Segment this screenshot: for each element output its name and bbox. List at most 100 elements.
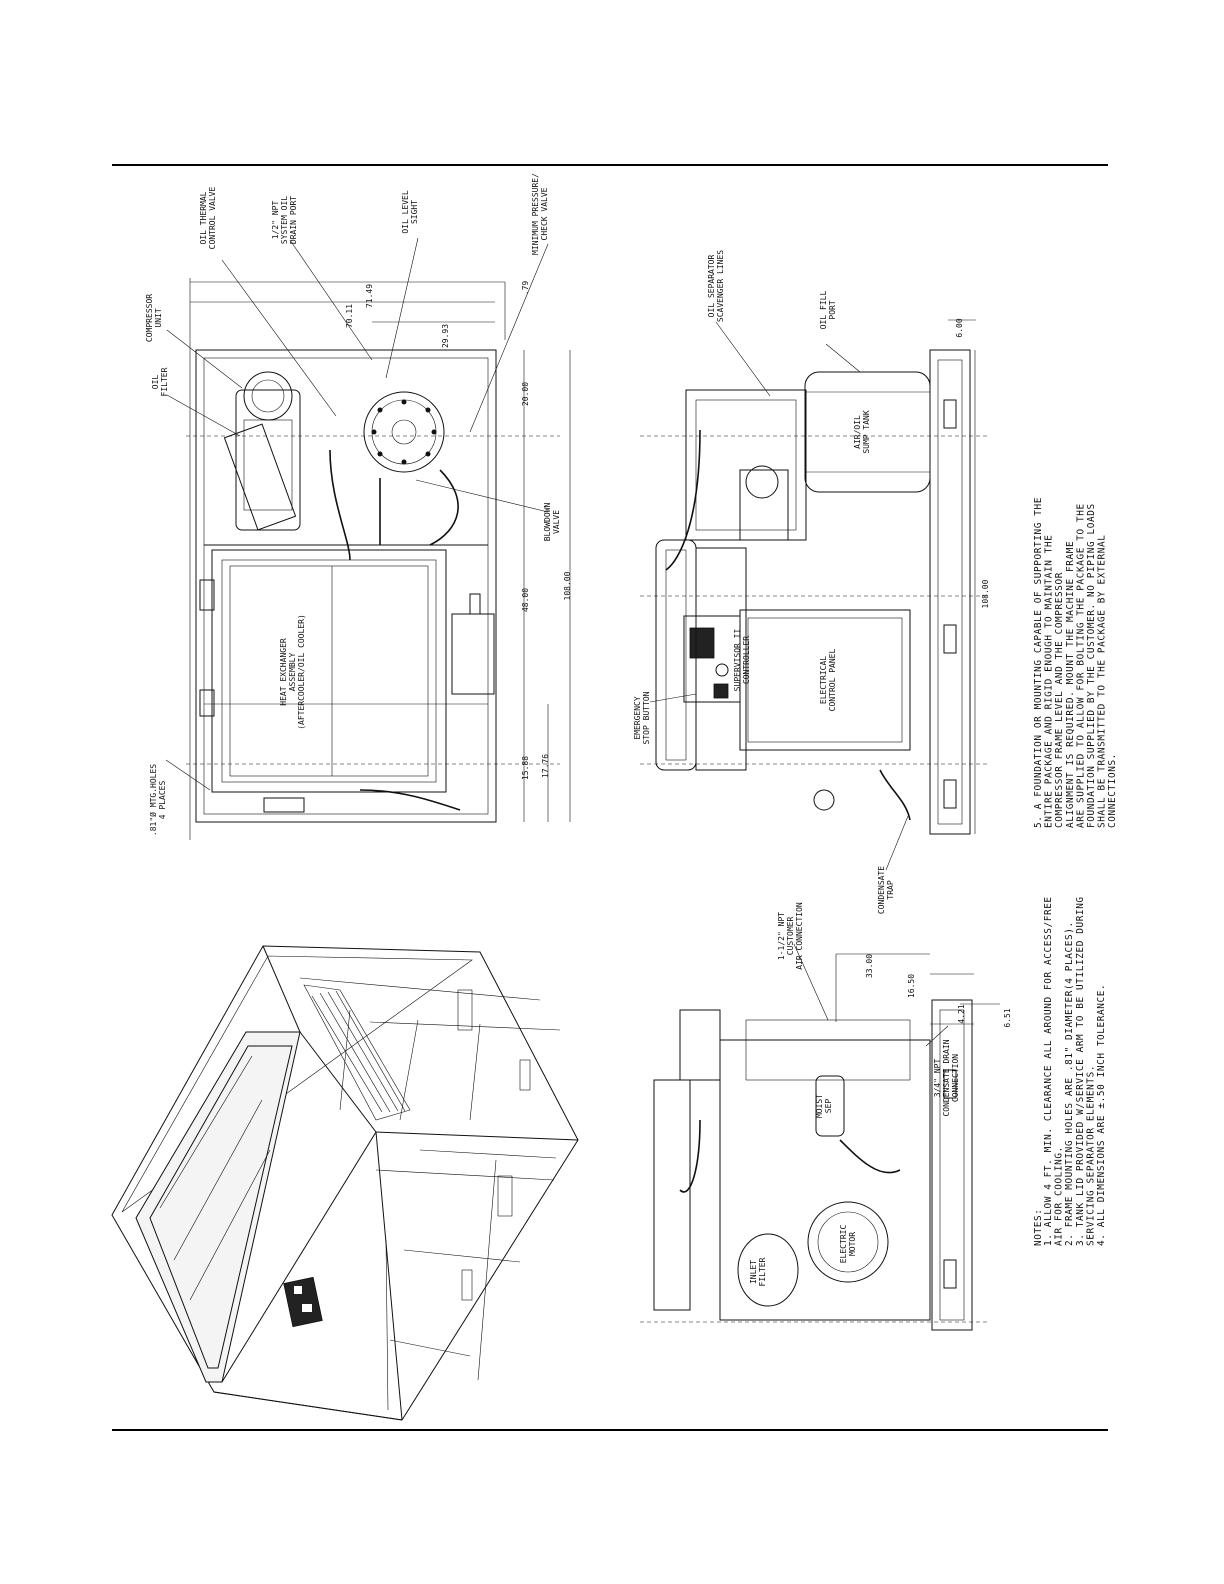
oil-separator-lines-label-line: SCAVENGER LINES <box>716 250 725 322</box>
notes-layer: NOTES:1. ALLOW 4 FT. MIN. CLEARANCE ALL … <box>1033 497 1118 1246</box>
oil-fill-port-label-line: PORT <box>828 300 837 319</box>
svg-text:48.00: 48.00 <box>521 588 530 612</box>
heat-exchanger-assembly <box>211 549 447 793</box>
notes-items-line: 1. ALLOW 4 FT. MIN. CLEARANCE ALL AROUND… <box>1043 896 1054 1246</box>
condensate-drain-label-line: CONNECTION <box>951 1054 960 1102</box>
notes-item-5-line: SHALL BE TRANSMITTED TO THE PACKAGE BY E… <box>1097 535 1108 828</box>
top-rule <box>112 164 1108 166</box>
heat-exchanger-label-line: HEAT EXCHANGER <box>279 638 288 706</box>
oil-filter-label-line: FILTER <box>160 367 169 396</box>
svg-text:6.51: 6.51 <box>1003 1008 1012 1027</box>
mtg-holes-label-line: 4 PLACES <box>158 781 167 820</box>
inlet-filter-label-line: INLET <box>749 1260 758 1284</box>
notes-item-5-line: FOUNDATION SUPPLIED BY THE CUSTOMER. NO … <box>1086 503 1097 828</box>
top-view-dimension: 17.76 <box>541 754 550 778</box>
top-view-dimension: 71.49 <box>365 284 374 308</box>
svg-text:29.93: 29.93 <box>441 324 450 348</box>
emergency-stop-label-line: STOP BUTTON <box>642 691 651 744</box>
notes-items-line: SERVICING SEPARATOR ELEMENTS. <box>1085 1065 1096 1246</box>
mtg-holes-label-line: .81"Ø MTG.HOLES <box>148 764 158 836</box>
side-view <box>640 319 990 835</box>
svg-text:20.00: 20.00 <box>521 382 530 406</box>
heat-exchanger-label-line: ASSEMBLY <box>288 653 297 692</box>
top-view-dimension: .79 <box>521 281 530 296</box>
isometric-view <box>111 945 579 1421</box>
blowdown-valve-label-line: VALVE <box>552 510 561 534</box>
oil-level-sight-label-line: SIGHT <box>410 200 419 224</box>
notes-items-line: 4. ALL DIMENSIONS ARE ±.50 INCH TOLERANC… <box>1096 984 1107 1246</box>
customer-air-label-line: 1-1/2" NPT <box>777 912 786 960</box>
air-oil-sump-tank <box>804 371 931 493</box>
electrical-panel-label-line: ELECTRICAL <box>819 656 828 704</box>
condensate-drain-label-line: 3/4" NPT <box>933 1059 942 1098</box>
compressor-unit <box>223 371 301 531</box>
notes-heading-line: NOTES: <box>1033 1209 1044 1246</box>
notes-items-line: 3. TANK LID PROVIDED W/SERVICE ARM TO BE… <box>1075 896 1086 1246</box>
side-view-dimension: 6.00 <box>955 318 964 337</box>
moist-sep-label-line: SEP <box>824 1099 833 1114</box>
oil-separator-top <box>363 391 445 473</box>
notes-item-5-line: COMPRESSOR FRAME LEVEL AND THE COMPRESSO… <box>1054 572 1065 828</box>
system-drain-label-line: 1/2" NPT <box>271 201 280 240</box>
notes-item-5-line: ALIGNMENT IS REQUIRED. MOUNT THE MACHINE… <box>1065 541 1076 828</box>
end-view-dimension: 6.51 <box>1003 1008 1012 1027</box>
compressor-unit-label-line: UNIT <box>154 308 163 327</box>
top-view-dimension: 29.93 <box>441 324 450 348</box>
supervisor-controller-label-line: SUPERVISOR II <box>733 629 742 692</box>
notes-item-5: 5. A FOUNDATION OR MOUNTING CAPABLE OF S… <box>1033 497 1118 828</box>
oil-filter-label-line: OIL <box>151 375 160 390</box>
system-drain-label-line: SYSTEM OIL <box>280 196 289 244</box>
leader-lines <box>165 237 949 1047</box>
svg-text:108.00: 108.00 <box>981 579 990 608</box>
condensate-trap-label-line: CONDENSATE <box>877 866 886 914</box>
oil-level-sight-label-line: OIL LEVEL <box>401 190 410 234</box>
min-pressure-valve-label-line: CHECK VALVE <box>540 187 549 240</box>
oil-thermal-valve-label-line: OIL THERMAL <box>199 191 208 244</box>
end-view <box>640 953 1000 1331</box>
notes-heading: NOTES: <box>1033 1209 1044 1246</box>
top-view-dimension: 70.11 <box>345 304 354 328</box>
svg-text:6.00: 6.00 <box>955 318 964 337</box>
compressor-unit-label-line: COMPRESSOR <box>145 294 154 342</box>
end-view-dimension: 16.50 <box>907 974 916 998</box>
system-drain-label-line: DRAIN PORT <box>289 196 298 244</box>
notes-items-line: 2. FRAME MOUNTING HOLES ARE .81" DIAMETE… <box>1064 921 1075 1246</box>
electric-motor-label-line: ELECTRIC <box>839 1225 848 1264</box>
end-view-dimension: 33.00 <box>865 954 874 978</box>
side-view-dimension: 108.00 <box>981 579 990 608</box>
isometric-vent-grille <box>303 984 411 1121</box>
notes-items-line: AIR FOR COOLING. <box>1054 1146 1065 1246</box>
min-pressure-valve-label-line: MINIMUM PRESSURE/ <box>531 173 540 255</box>
electric-motor <box>807 1201 889 1283</box>
inlet-filter-label-line: FILTER <box>758 1257 767 1286</box>
svg-text:70.11: 70.11 <box>345 304 354 328</box>
notes-item-5-line: ENTIRE PACKAGE AND RIGID ENOUGH TO MAINT… <box>1044 535 1055 828</box>
notes-item-5-line: 5. A FOUNDATION OR MOUNTING CAPABLE OF S… <box>1033 497 1044 828</box>
condensate-trap-label-line: TRAP <box>886 880 895 899</box>
bottom-rule <box>112 1429 1108 1431</box>
air-oil-sump-label-line: AIR/OIL <box>853 415 862 449</box>
supervisor-controller <box>683 615 741 703</box>
notes-item-5-line: CONNECTIONS. <box>1107 753 1118 828</box>
top-view-dimension: 48.00 <box>521 588 530 612</box>
oil-thermal-valve-label-line: CONTROL VALVE <box>208 187 217 250</box>
oil-fill-port-label-line: OIL FILL <box>819 291 828 330</box>
customer-air-label-line: CUSTOMER <box>786 917 795 956</box>
